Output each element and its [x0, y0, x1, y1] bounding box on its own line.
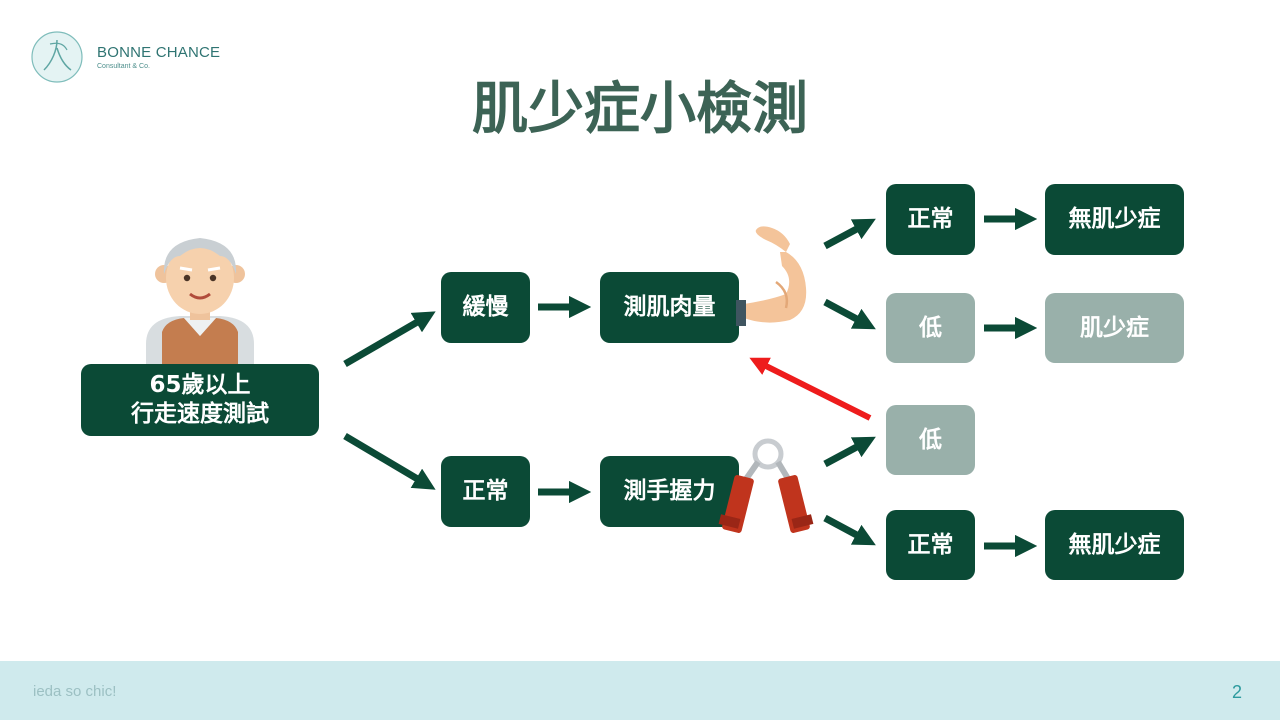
page-title: 肌少症小檢測 [472, 77, 808, 142]
start-walking-speed-test-box: 65歲以上 行走速度測試 [81, 364, 319, 436]
arrow-start-to-normal [343, 432, 436, 490]
start-box-line2: 行走速度測試 [131, 401, 269, 427]
hand-grip-icon [718, 438, 814, 533]
flexed-arm-icon [736, 226, 807, 326]
start-box-line1: 65歲以上 [149, 372, 251, 399]
result-no-sarcopenia-2: 無肌少症 [1045, 510, 1184, 580]
brand-name: BONNE CHANCE [97, 44, 221, 61]
arrow-muscle-to-low [823, 298, 876, 330]
brand-tagline: Consultant & Co. [97, 63, 150, 70]
grip-normal-box: 正常 [886, 510, 975, 580]
page-number: 2 [1231, 682, 1242, 702]
measure-grip-box: 測手握力 [600, 456, 739, 527]
measure-muscle-box: 測肌肉量 [600, 272, 739, 343]
muscle-normal-box: 正常 [886, 184, 975, 255]
footer-bar: ieda so chic! 2 [0, 661, 1280, 720]
arrow-grip-low-to-muscle [749, 357, 872, 421]
arrow-start-to-slow [343, 311, 436, 368]
elderly-man-illustration [146, 238, 254, 368]
brand-logo: BONNE CHANCE Consultant & Co. [30, 30, 230, 86]
footer-text: ieda so chic! [33, 683, 117, 700]
result-sarcopenia: 肌少症 [1045, 293, 1184, 363]
grip-low-box: 低 [886, 405, 975, 475]
arrow-muscle-to-normal [823, 218, 876, 250]
brand-logo-icon [31, 31, 83, 83]
muscle-low-box: 低 [886, 293, 975, 363]
arrow-grip-to-low [823, 436, 876, 468]
arrow-grip-to-normal [823, 514, 876, 546]
result-no-sarcopenia-1: 無肌少症 [1045, 184, 1184, 255]
walk-normal-box: 正常 [441, 456, 530, 527]
walk-slow-box: 緩慢 [441, 272, 530, 343]
